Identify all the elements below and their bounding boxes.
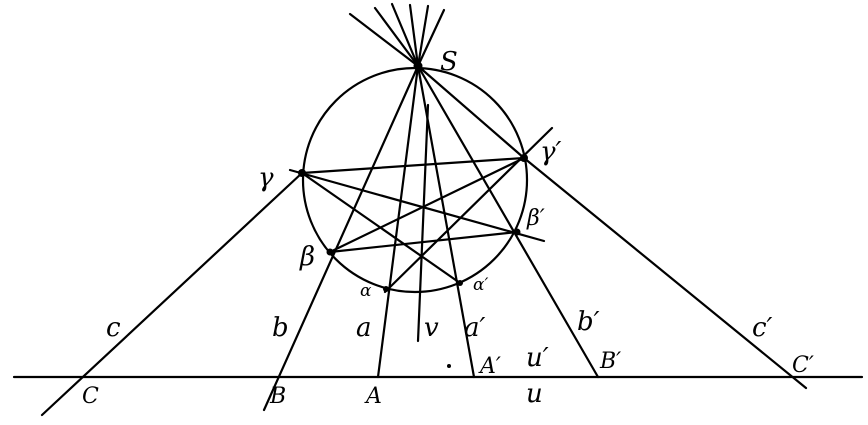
- line-c-prime: [522, 156, 808, 390]
- label-v: v: [424, 313, 439, 343]
- label-gamma-prime: γ′: [540, 137, 562, 167]
- point-gamma-prime: [520, 154, 528, 162]
- label-alpha: α: [360, 281, 372, 301]
- point-gamma: [298, 169, 306, 177]
- point-S: [413, 61, 423, 71]
- pencil-ray-4: [408, 3, 420, 68]
- label-A-prime: A′: [478, 354, 501, 379]
- label-b-prime: b′: [577, 307, 600, 337]
- stray-dot: [447, 364, 451, 368]
- point-beta: [326, 248, 334, 256]
- chord-gamma-beta-prime: [288, 168, 546, 243]
- label-b: b: [272, 313, 289, 343]
- label-u: u: [526, 379, 543, 409]
- label-a: a: [356, 313, 372, 343]
- label-gamma: γ: [258, 163, 274, 193]
- pencil-ray-3: [390, 2, 420, 68]
- chord-gamma-alpha-prime: [300, 171, 462, 285]
- line-c: [40, 171, 304, 417]
- chord-beta-beta-prime: [328, 230, 519, 254]
- pencil-ray-6: [416, 8, 446, 68]
- chord-beta-gamma-prime: [328, 156, 526, 254]
- label-alpha-prime: α′: [473, 275, 488, 295]
- label-S: S: [440, 47, 458, 77]
- conic-circle: [301, 66, 529, 294]
- label-c: c: [106, 313, 121, 343]
- label-beta: β: [299, 242, 315, 272]
- label-beta-prime: β′: [526, 206, 545, 231]
- line-b: [262, 64, 420, 412]
- label-u-prime: u′: [526, 343, 549, 373]
- label-C-prime: C′: [792, 353, 814, 378]
- pencil-ray-1: [348, 12, 420, 68]
- line-b-prime: [416, 64, 600, 379]
- label-c-prime: c′: [752, 313, 773, 343]
- point-alpha: [383, 286, 389, 292]
- line-a-prime: [416, 64, 476, 379]
- label-C: C: [82, 384, 99, 409]
- line-v: [416, 103, 430, 343]
- label-a-prime: a′: [464, 313, 486, 343]
- label-B: B: [269, 384, 286, 409]
- label-A: A: [364, 384, 382, 409]
- point-alpha-prime: [457, 280, 463, 286]
- label-B-prime: B′: [599, 349, 621, 374]
- pencil-ray-2: [373, 6, 420, 68]
- chord-gamma-gamma-prime: [300, 156, 526, 175]
- line-s-gamma-prime: [416, 64, 526, 160]
- line-a: [376, 64, 420, 379]
- pencil-ray-5: [416, 4, 430, 68]
- point-beta-prime: [513, 228, 521, 236]
